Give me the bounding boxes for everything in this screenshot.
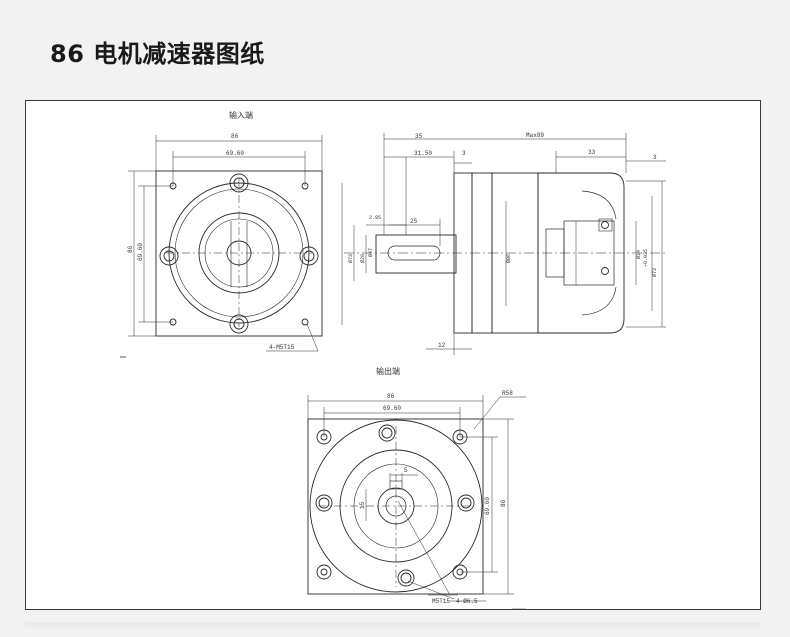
side-dim-12: 12 (438, 342, 446, 349)
side-dim-d73b: Ø73 (651, 268, 658, 277)
output-dim-slot: 15 (359, 501, 366, 509)
input-end-view (128, 135, 323, 352)
input-flange-outline (155, 170, 323, 337)
side-dim-d86: Ø86 (505, 254, 512, 263)
side-dim-d20: Ø20 (359, 254, 366, 263)
output-dim-pcd-v: 69.60 (484, 497, 491, 515)
output-dim-radius: R58 (502, 390, 513, 397)
side-dim-3b: 3 (653, 154, 657, 161)
side-dim-295: 2.95 (369, 215, 381, 221)
side-dim-3a: 3 (462, 150, 466, 157)
input-shaft (375, 234, 457, 274)
side-dim-33: 33 (588, 149, 596, 156)
side-dim-d47: Ø47 (367, 248, 374, 257)
output-dim-width: 86 (387, 393, 395, 400)
input-thread-callout: 4-M5T15 (269, 344, 295, 351)
drawing-sheet: 输入端 86 69.60 86 69.60 4-M5T15 Max89 35 3… (25, 100, 761, 610)
side-dim-max: Max89 (526, 132, 544, 139)
output-dim-key: 5 (404, 467, 408, 474)
side-dim-d14-tol: +0.035 (643, 249, 649, 267)
page-title: 86 电机减速器图纸 (50, 40, 265, 68)
output-flange-outline (307, 418, 484, 595)
side-dim-d14: Ø14 (635, 250, 642, 259)
side-section-view (341, 133, 666, 355)
output-dim-pcd-h: 69.60 (383, 405, 401, 412)
side-dim-d73: Ø73 (347, 254, 354, 263)
output-dim-height: 86 (500, 499, 507, 507)
output-outer-circle (309, 419, 483, 593)
input-dim-height: 86 (127, 245, 134, 253)
side-dim-25: 25 (410, 218, 418, 225)
side-dim-3150: 31.50 (414, 150, 432, 157)
input-end-label: 输入端 (229, 110, 253, 120)
input-dim-pcd-v: 69.60 (137, 243, 144, 261)
input-dim-pcd-h: 69.60 (226, 150, 244, 157)
gearbox-drawing: 输入端 86 69.60 86 69.60 4-M5T15 Max89 35 3… (120, 110, 666, 610)
side-dim-35: 35 (415, 133, 423, 140)
output-hole-callout: 4-Ø6.5 (456, 598, 478, 605)
sheet-shadow (25, 622, 761, 630)
motor-adapter (537, 172, 625, 334)
output-end-view (307, 395, 526, 610)
output-thread-callout: M5T15 (432, 598, 450, 605)
input-dim-width: 86 (231, 133, 239, 140)
output-end-label: 输出端 (376, 366, 400, 376)
